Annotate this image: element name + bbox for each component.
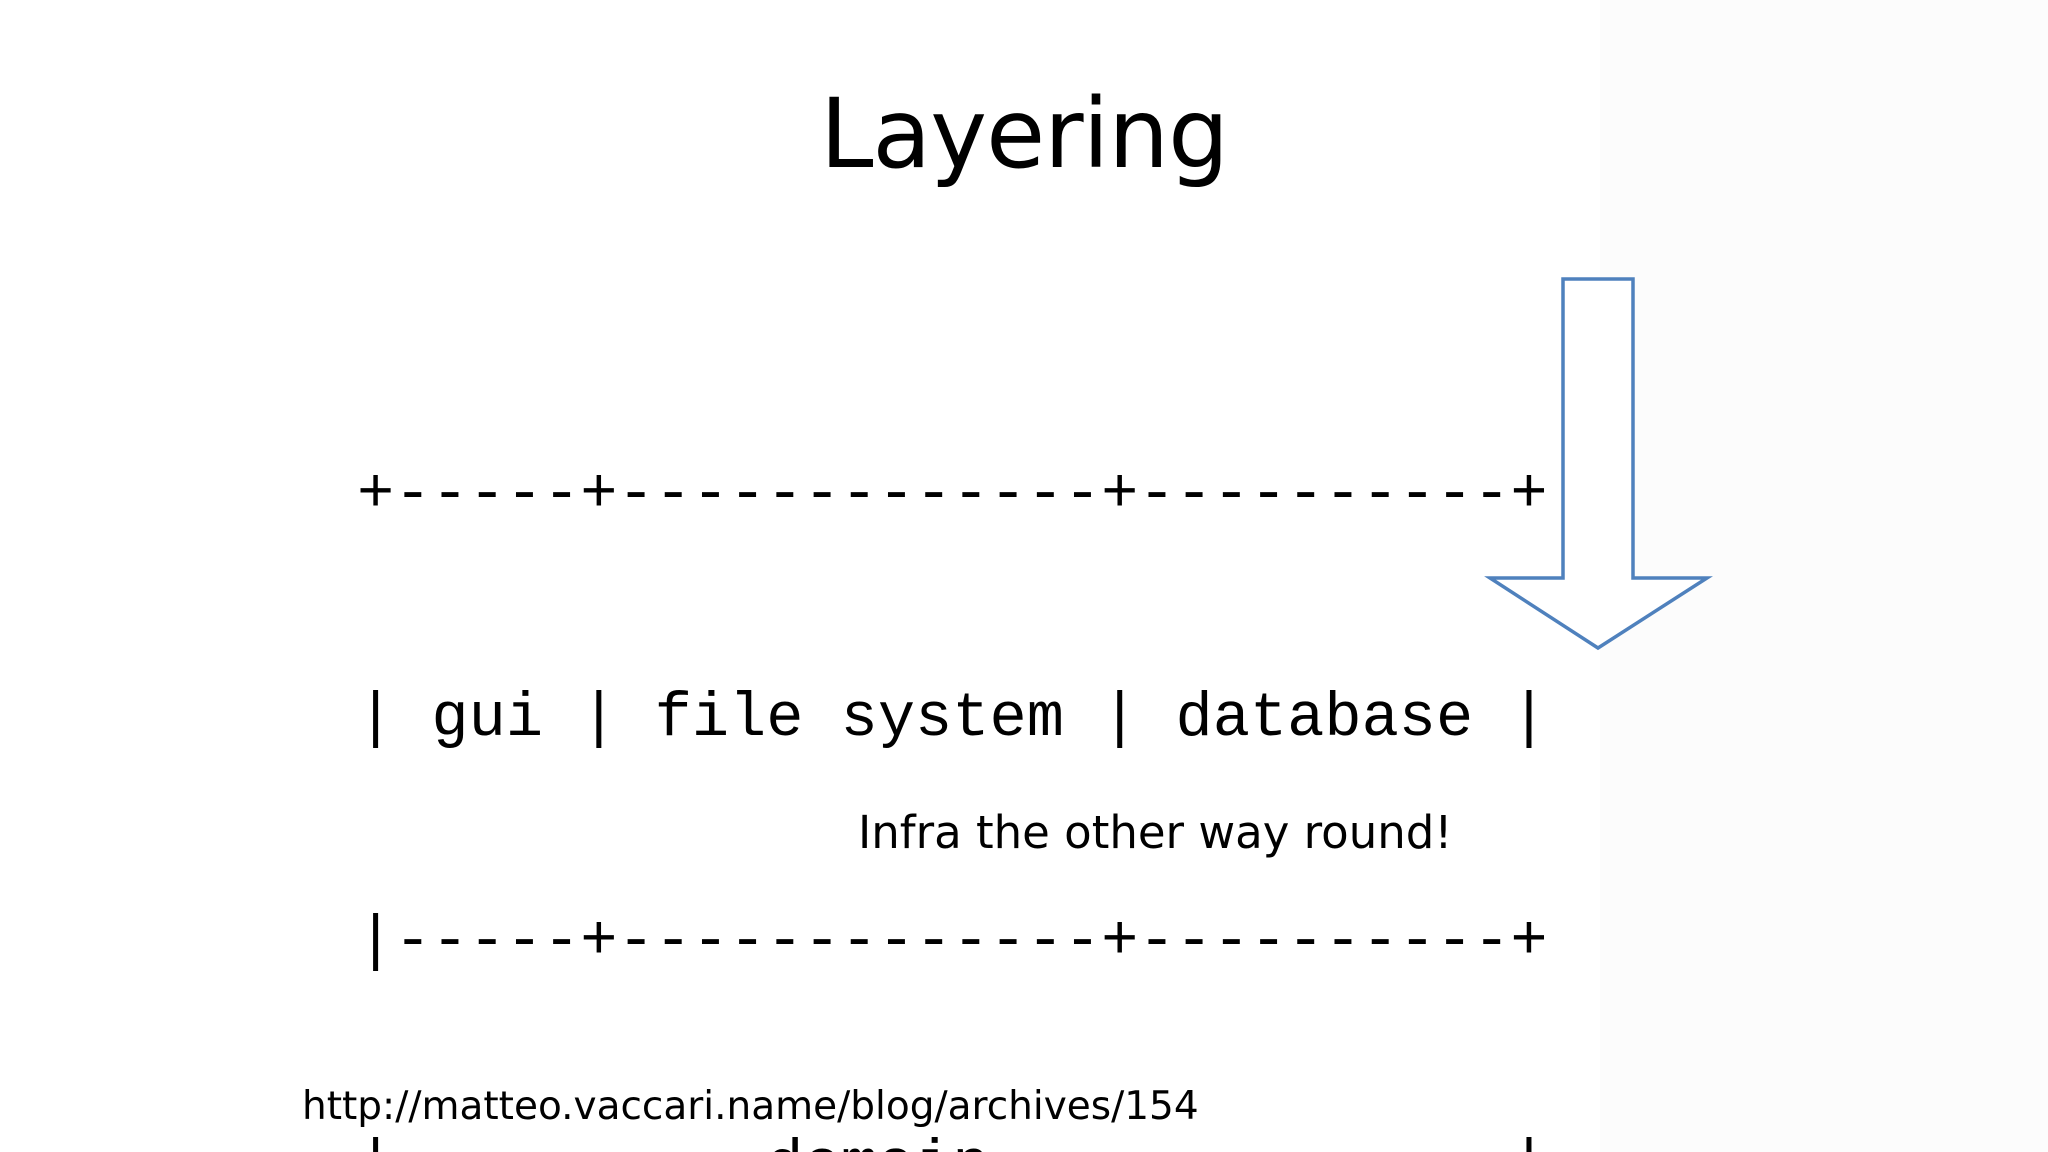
background-band bbox=[1600, 0, 2048, 1152]
layering-ascii-diagram: +-----+-------------+----------+ | gui |… bbox=[357, 309, 1548, 1152]
ascii-line-domain-layer: | domain | bbox=[357, 1129, 1548, 1152]
slide-title: Layering bbox=[819, 78, 1229, 190]
ascii-line-top-layers: | gui | file system | database | bbox=[357, 682, 1548, 754]
caption-text: Infra the other way round! bbox=[858, 806, 1453, 859]
down-arrow-icon bbox=[1484, 277, 1713, 651]
ascii-line-mid-border: |-----+-------------+----------+ bbox=[357, 906, 1548, 977]
ascii-line-top-border: +-----+-------------+----------+ bbox=[357, 459, 1548, 530]
source-url-text: http://matteo.vaccari.name/blog/archives… bbox=[302, 1084, 1199, 1129]
